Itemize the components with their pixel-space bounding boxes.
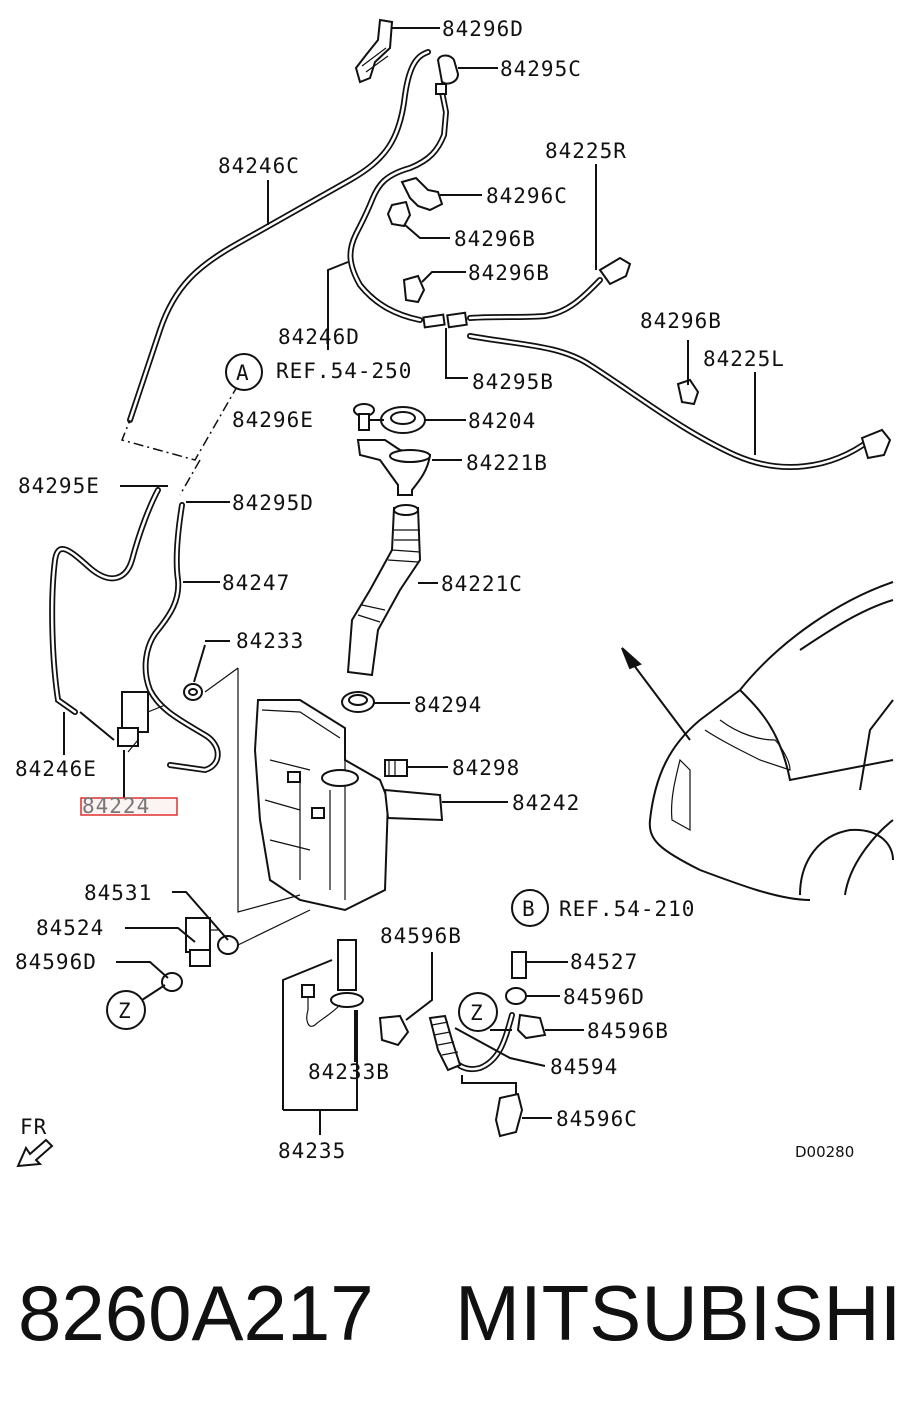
bolt-84298 (384, 759, 408, 777)
label-84246e: 84246E (15, 757, 97, 781)
label-fr: FR (20, 1115, 47, 1139)
label-84596d-2: 84596D (563, 985, 645, 1009)
diagram-code: D00280 (795, 1143, 854, 1161)
label-84596b-1: 84596B (380, 924, 462, 948)
pump-84524 (185, 917, 218, 967)
callout-a: A (236, 361, 250, 385)
label-84296e: 84296E (232, 408, 314, 432)
label-84594: 84594 (550, 1055, 618, 1079)
hose-84246d (347, 89, 450, 323)
clip-84296c (400, 176, 444, 212)
callout-z2: Z (470, 1001, 484, 1025)
sensor-84233b (301, 939, 364, 1027)
leader-lines (63, 27, 756, 1135)
label-84247: 84247 (222, 571, 290, 595)
callout-z1-circle (106, 990, 146, 1030)
tank-84242 (253, 699, 444, 912)
label-84204: 84204 (468, 409, 536, 433)
hose-84225r (467, 277, 603, 321)
tank-outline-line (204, 667, 301, 913)
label-84298: 84298 (452, 756, 520, 780)
grommet-84294 (341, 691, 375, 713)
label-84296b-2: 84296B (468, 261, 550, 285)
clip-84596c (494, 1092, 524, 1138)
ref-line-a (120, 384, 239, 461)
label-84596d-1: 84596D (15, 950, 97, 974)
label-84295b: 84295B (472, 370, 554, 394)
bracket-84296d (354, 18, 394, 84)
label-84246c: 84246C (218, 154, 300, 178)
nozzle-84225l-end (860, 428, 892, 460)
label-ref-54-210: REF.54-210 (559, 897, 695, 921)
clip-84296e (353, 403, 375, 431)
nozzle-84295c (435, 54, 460, 95)
tank-outline-line-2 (237, 909, 311, 946)
label-84242: 84242 (512, 791, 580, 815)
label-84235: 84235 (278, 1139, 346, 1163)
label-84225r: 84225R (545, 139, 627, 163)
harness-84594 (428, 1014, 462, 1072)
label-84296b-3: 84296B (640, 309, 722, 333)
cap-84204 (380, 406, 426, 434)
clip-84296b-1 (386, 200, 412, 228)
callout-z2-circle (458, 992, 498, 1032)
hose-84225l (467, 333, 873, 470)
clip-84596b-2 (516, 1013, 547, 1040)
label-84296b-1: 84296B (454, 227, 536, 251)
part-number: 8260A217 (18, 1269, 374, 1357)
grommet-84233 (183, 683, 203, 701)
grommet-84596d-2 (505, 987, 527, 1005)
hose-84246c (127, 49, 431, 423)
callout-b: B (522, 897, 536, 921)
label-ref-54-250: REF.54-250 (276, 359, 412, 383)
front-arrow-icon (16, 1138, 54, 1168)
label-84225l: 84225L (703, 347, 785, 371)
label-84596c: 84596C (556, 1107, 638, 1131)
grommet-84531 (217, 935, 239, 955)
highlight-84224 (80, 797, 178, 816)
neck-84221c (346, 504, 422, 677)
ref-line-b (179, 459, 201, 496)
label-84224: 84224 (82, 794, 150, 818)
label-84524: 84524 (36, 916, 104, 940)
label-84295e: 84295E (18, 474, 100, 498)
nozzle-84225r-end (598, 256, 632, 286)
clip-84296b-2 (402, 274, 426, 304)
arrow-shaft (629, 659, 691, 741)
callout-a-circle (225, 353, 263, 391)
hose-84247 (142, 502, 221, 774)
label-84596b-2: 84596B (587, 1019, 669, 1043)
label-84296c: 84296C (486, 184, 568, 208)
label-84233b: 84233B (308, 1060, 390, 1084)
label-84295c: 84295C (500, 57, 582, 81)
label-84233: 84233 (236, 629, 304, 653)
label-84527: 84527 (570, 950, 638, 974)
callout-z1-leader (141, 984, 166, 1001)
label-84221c: 84221C (441, 572, 523, 596)
pump-84224 (117, 691, 166, 753)
callout-b-circle (511, 889, 549, 927)
car-outline (621, 581, 894, 901)
label-84296d: 84296D (442, 17, 524, 41)
filler-84221b (356, 439, 432, 496)
label-84246d: 84246D (278, 325, 360, 349)
hose-84246e (49, 487, 161, 715)
joint-84295b (422, 311, 468, 329)
connector-84527 (511, 951, 527, 979)
callout-z1: Z (118, 999, 132, 1023)
label-84221b: 84221B (466, 451, 548, 475)
clip-84596b-1 (378, 1014, 410, 1047)
label-84531: 84531 (84, 881, 152, 905)
brand-name: MITSUBISHI (455, 1269, 901, 1357)
label-84295d: 84295D (232, 491, 314, 515)
label-84294: 84294 (414, 693, 482, 717)
